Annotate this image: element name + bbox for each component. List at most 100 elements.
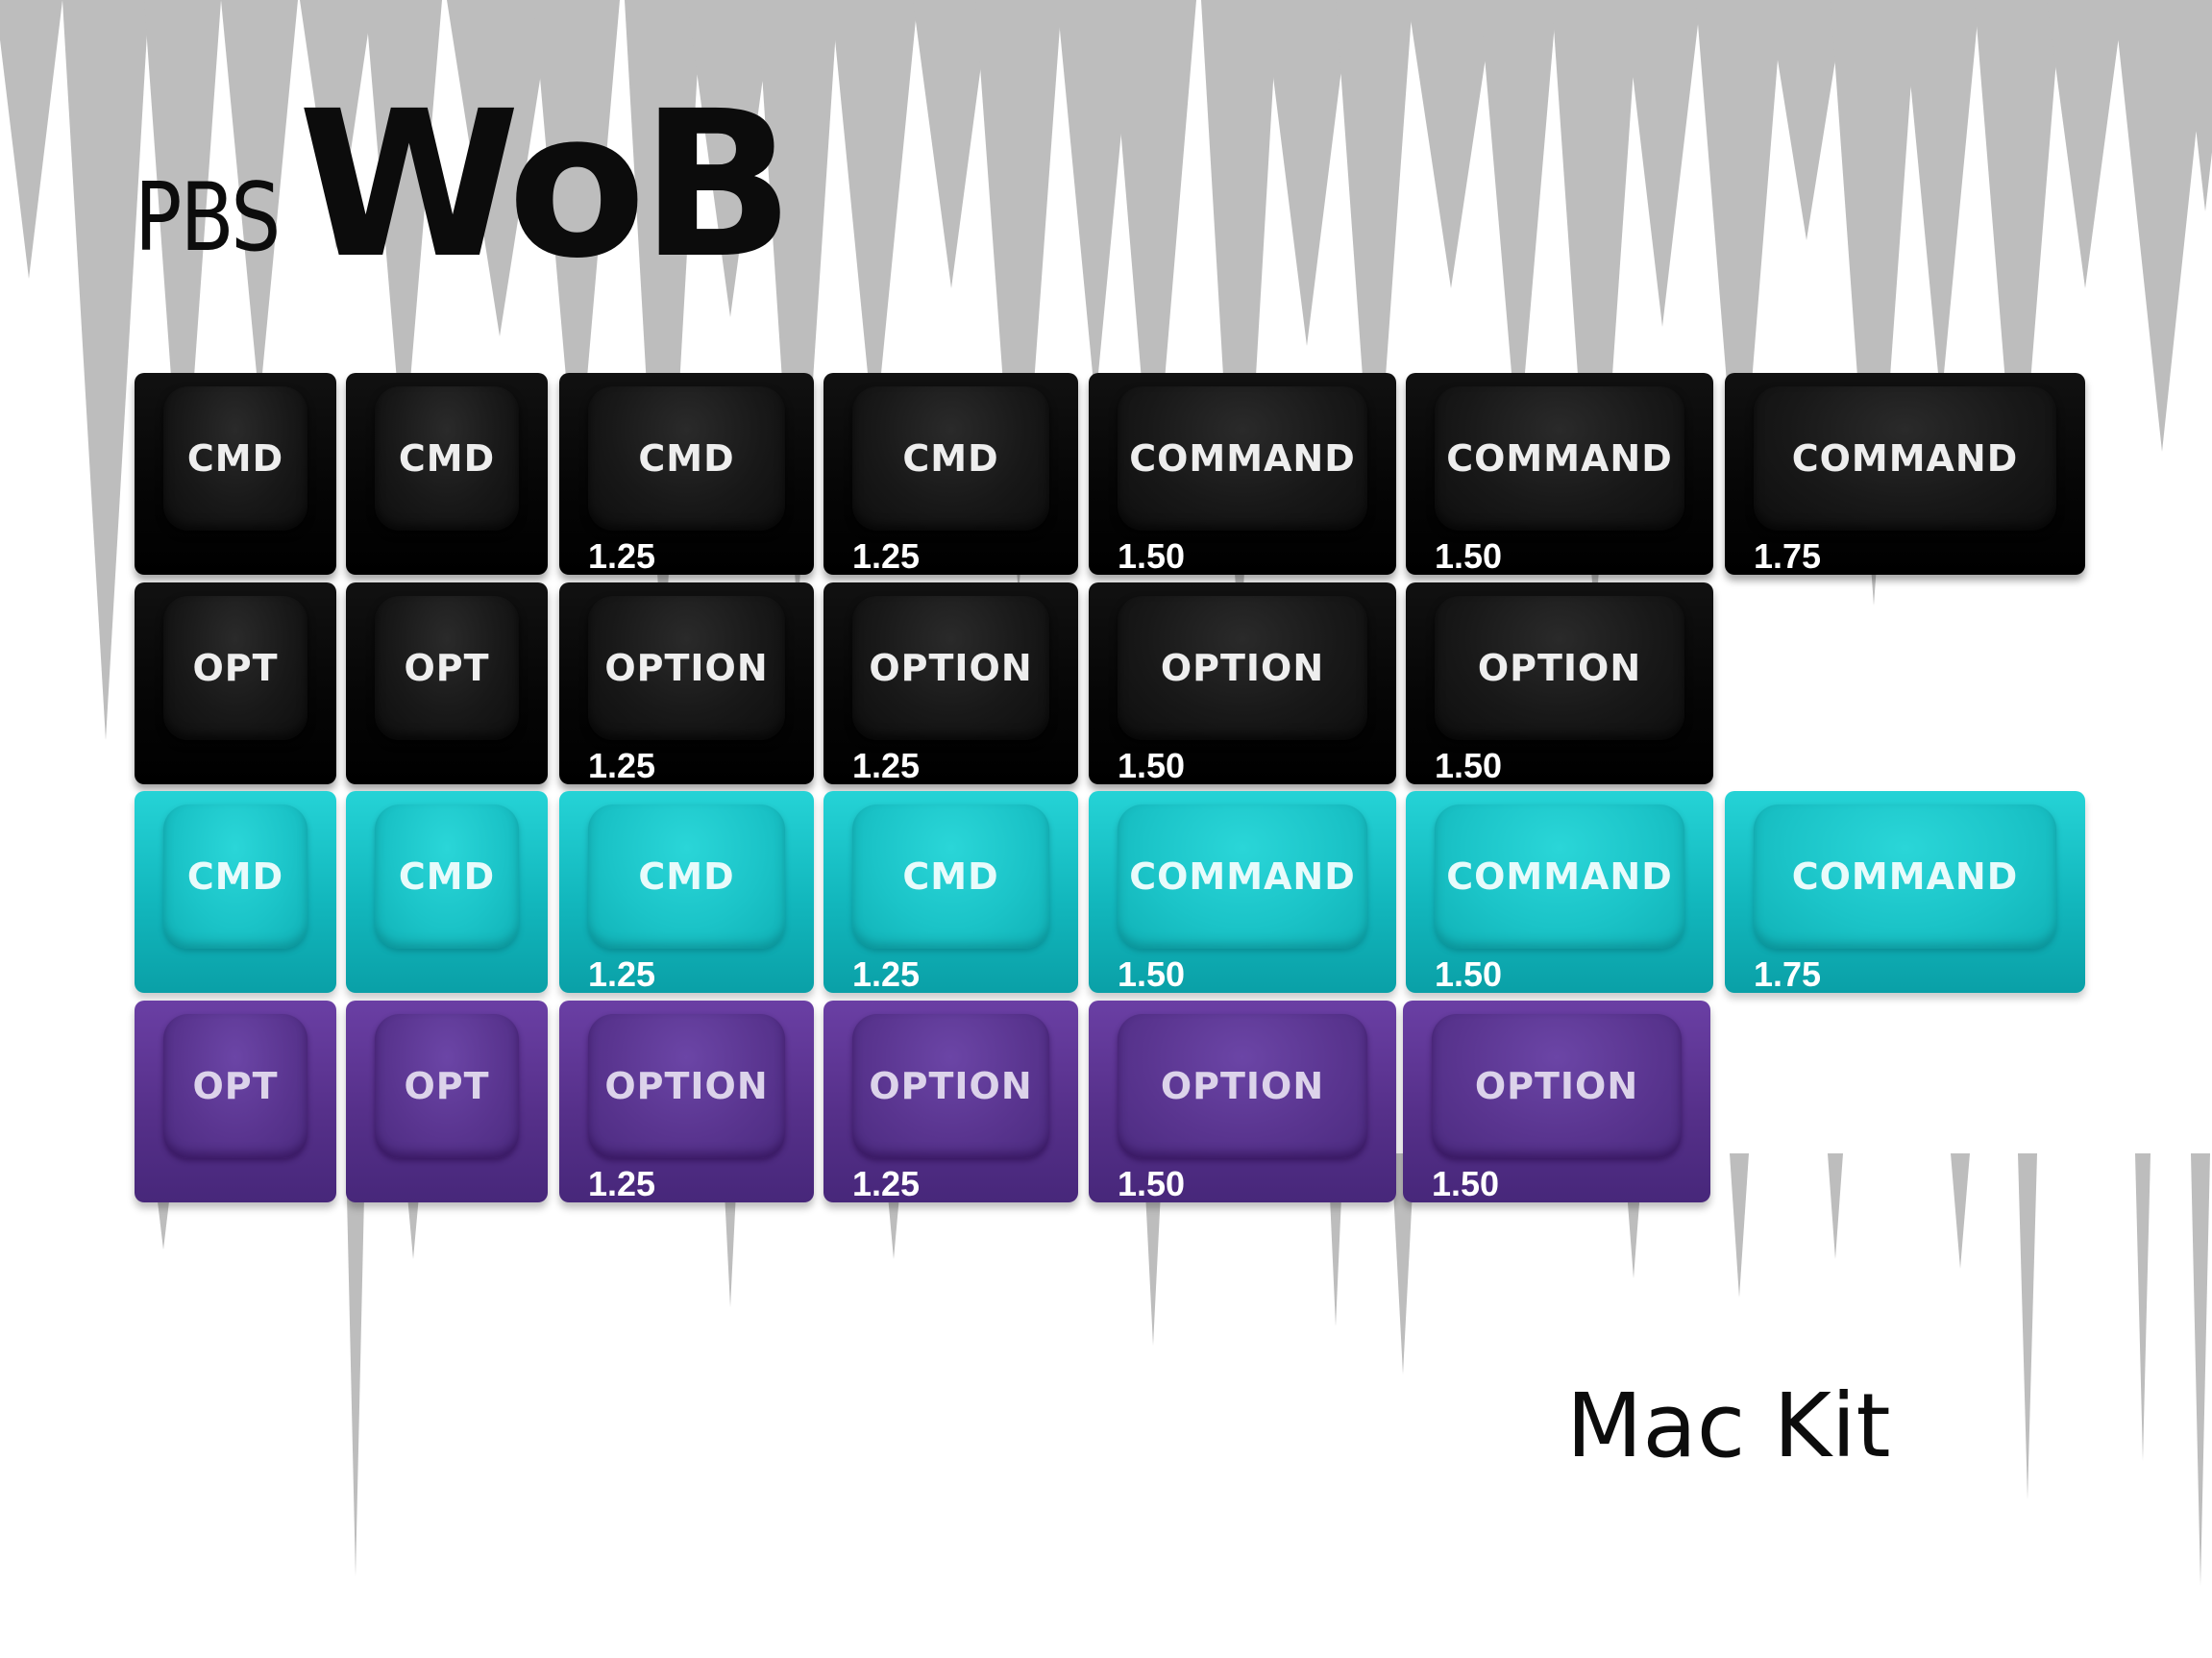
keycap-option: OPTION 1.50 xyxy=(1403,1001,1710,1202)
spike-shape xyxy=(1110,0,1196,519)
spike-shape xyxy=(975,0,1062,596)
keycap-top: COMMAND xyxy=(1754,804,2056,949)
keycap-size-label: 1.75 xyxy=(1754,954,1822,993)
keycap-size-label: 1.50 xyxy=(1435,746,1503,784)
keycap-command: COMMAND 1.75 xyxy=(1725,373,2085,575)
keycap-top: COMMAND xyxy=(1118,386,1367,531)
keycap-command: COMMAND 1.50 xyxy=(1089,791,1396,993)
keycap-cmd: CMD 1.25 xyxy=(823,791,1078,993)
keycap-legend: COMMAND xyxy=(1446,437,1673,480)
keycap-legend: COMMAND xyxy=(1791,855,2019,898)
spike-shape xyxy=(2181,0,2212,211)
keycap-size-label: 1.75 xyxy=(1754,536,1822,575)
keycap-cmd: CMD 1.25 xyxy=(559,791,814,993)
keycap-top: OPTION xyxy=(1435,596,1684,740)
keycap-top: OPTION xyxy=(1432,1014,1682,1158)
keycap-top: CMD xyxy=(375,804,519,949)
keycap-legend: OPTION xyxy=(604,647,769,689)
keycap-legend: OPT xyxy=(192,1065,279,1107)
spike-shape xyxy=(1768,0,1845,240)
spike-shape xyxy=(0,0,62,279)
keycap-legend: OPTION xyxy=(869,647,1033,689)
keycap-top: OPT xyxy=(163,1014,307,1158)
spike-shape xyxy=(1730,1153,1749,1298)
keycap-size-label: 1.25 xyxy=(852,746,921,784)
keycap-top: CMD xyxy=(588,386,785,531)
keycap-size-label: 1.25 xyxy=(588,954,656,993)
keycap-legend: CMD xyxy=(902,855,999,898)
keycap-legend: COMMAND xyxy=(1129,437,1356,480)
spike-shape xyxy=(2191,1153,2210,1586)
spike-shape xyxy=(221,0,298,404)
spike-shape xyxy=(62,0,149,740)
brand-prefix: PBS xyxy=(135,163,281,273)
keycap-top: OPTION xyxy=(588,1014,785,1158)
spike-shape xyxy=(1975,0,2061,538)
brand-name: WoB xyxy=(298,67,794,303)
spike-shape xyxy=(300,0,373,250)
keycap-top: OPTION xyxy=(852,596,1049,740)
keycap-size-label: 1.50 xyxy=(1118,746,1186,784)
spike-shape xyxy=(365,0,442,461)
spike-shape xyxy=(1831,0,1917,606)
keycap-top: CMD xyxy=(163,804,307,949)
keycap-opt: OPT xyxy=(346,582,548,784)
keycap-size-label: 1.25 xyxy=(852,536,921,575)
keycap-top: OPT xyxy=(163,596,307,740)
spike-shape xyxy=(1828,1153,1843,1259)
spike-shape xyxy=(1951,1153,1970,1269)
keycap-cmd: CMD xyxy=(346,791,548,993)
keycap-option: OPTION 1.25 xyxy=(823,582,1078,784)
keycap-top: CMD xyxy=(163,386,307,531)
keycap-cmd: CMD xyxy=(135,373,336,575)
spike-shape xyxy=(757,0,838,615)
keycap-option: OPTION 1.50 xyxy=(1089,582,1396,784)
keycap-legend: CMD xyxy=(398,437,496,480)
spike-shape xyxy=(533,0,620,500)
keycap-legend: OPTION xyxy=(1474,1065,1639,1107)
keycap-legend: CMD xyxy=(638,437,735,480)
keycap-cmd: CMD xyxy=(135,791,336,993)
keycap-legend: OPT xyxy=(192,647,279,689)
keycap-size-label: 1.25 xyxy=(852,954,921,993)
keycap-top: CMD xyxy=(852,804,1049,949)
keycap-size-label: 1.50 xyxy=(1118,954,1186,993)
spike-shape xyxy=(447,0,553,336)
keycap-top: CMD xyxy=(588,804,785,949)
spike-shape xyxy=(346,1153,365,1576)
keycap-legend: OPT xyxy=(404,647,490,689)
keycap-top: COMMAND xyxy=(1118,804,1367,949)
spike-shape xyxy=(1552,0,1638,625)
keycap-legend: CMD xyxy=(186,437,284,480)
keycap-top: OPTION xyxy=(852,1014,1049,1158)
keycap-opt: OPT xyxy=(135,1001,336,1202)
keycap-size-label: 1.50 xyxy=(1118,536,1186,575)
keycap-cmd: CMD 1.25 xyxy=(823,373,1078,575)
keycap-legend: CMD xyxy=(902,437,999,480)
keycap-top: OPTION xyxy=(1118,596,1367,740)
spike-shape xyxy=(2047,0,2124,288)
keycap-size-label: 1.50 xyxy=(1432,1164,1500,1202)
keycap-top: OPT xyxy=(375,596,519,740)
keycap-legend: OPTION xyxy=(1160,647,1325,689)
spike-shape xyxy=(2114,0,2210,452)
keycap-legend: CMD xyxy=(638,855,735,898)
keycap-legend: CMD xyxy=(186,855,284,898)
spike-shape xyxy=(1336,0,1413,538)
spike-shape xyxy=(1264,0,1350,346)
keycap-legend: OPTION xyxy=(869,1065,1033,1107)
spike-shape xyxy=(1480,0,1557,452)
keycap-top: OPTION xyxy=(588,596,785,740)
spike-shape xyxy=(1624,0,1701,327)
keycap-size-label: 1.50 xyxy=(1118,1164,1186,1202)
spike-shape xyxy=(1696,0,1782,538)
keycap-top: COMMAND xyxy=(1435,804,1684,949)
keycap-top: COMMAND xyxy=(1754,386,2056,531)
